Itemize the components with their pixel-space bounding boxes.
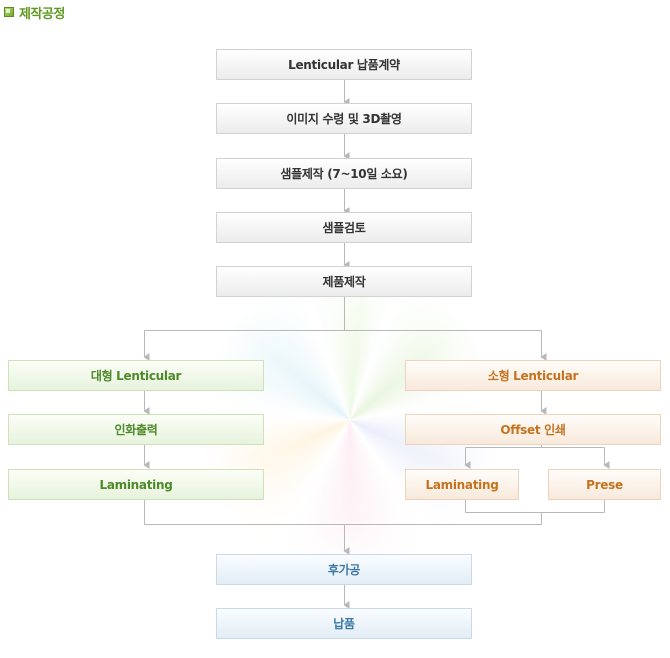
step-large-laminating: Laminating — [8, 469, 264, 500]
step-small-lenticular: 소형 Lenticular — [405, 360, 661, 391]
step-large-print: 인화출력 — [8, 414, 264, 445]
page-header: 제작공정 — [4, 3, 65, 22]
step-post-processing: 후가공 — [216, 554, 472, 585]
page-title: 제작공정 — [19, 6, 65, 22]
step-small-offset-print: Offset 인쇄 — [405, 414, 661, 445]
step-sample-make: 샘플제작 (7~10일 소요) — [216, 158, 472, 189]
step-contract: Lenticular 납품계약 — [216, 49, 472, 80]
step-production: 제품제작 — [216, 266, 472, 297]
step-small-press: Prese — [548, 469, 661, 500]
step-delivery: 납품 — [216, 608, 472, 639]
bullet-square-icon — [4, 7, 14, 17]
step-small-laminating: Laminating — [405, 469, 519, 500]
step-large-lenticular: 대형 Lenticular — [8, 360, 264, 391]
step-image-capture: 이미지 수령 및 3D촬영 — [216, 103, 472, 134]
step-sample-review: 샘플검토 — [216, 212, 472, 243]
